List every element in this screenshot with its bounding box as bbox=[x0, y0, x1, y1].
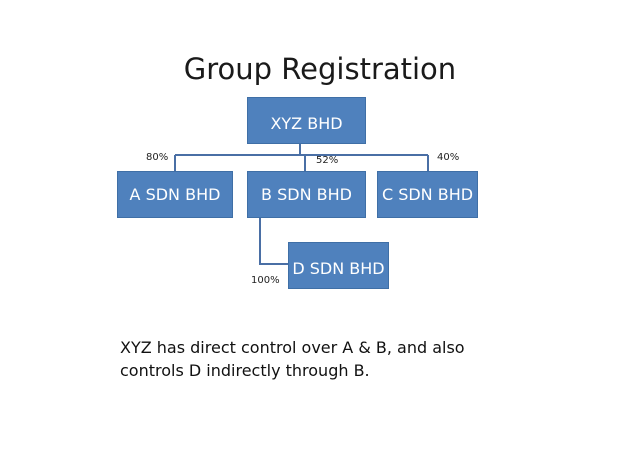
note-line-2: controls D indirectly through B. bbox=[120, 361, 370, 380]
ownership-d-label: 100% bbox=[251, 275, 280, 286]
node-a-sdn-bhd: A SDN BHD bbox=[117, 171, 233, 218]
ownership-a-label: 80% bbox=[146, 152, 169, 163]
connector-b-to-d bbox=[259, 218, 288, 265]
node-b-sdn-bhd: B SDN BHD bbox=[247, 171, 366, 218]
ownership-b-label: 52% bbox=[316, 155, 339, 166]
explanation-note: XYZ has direct control over A & B, and a… bbox=[120, 336, 540, 382]
diagram-title: Group Registration bbox=[183, 52, 457, 86]
node-xyz-bhd: XYZ BHD bbox=[247, 97, 366, 144]
node-c-sdn-bhd: C SDN BHD bbox=[377, 171, 478, 218]
node-d-sdn-bhd: D SDN BHD bbox=[288, 242, 389, 289]
ownership-c-label: 40% bbox=[437, 152, 460, 163]
note-line-1: XYZ has direct control over A & B, and a… bbox=[120, 338, 465, 357]
